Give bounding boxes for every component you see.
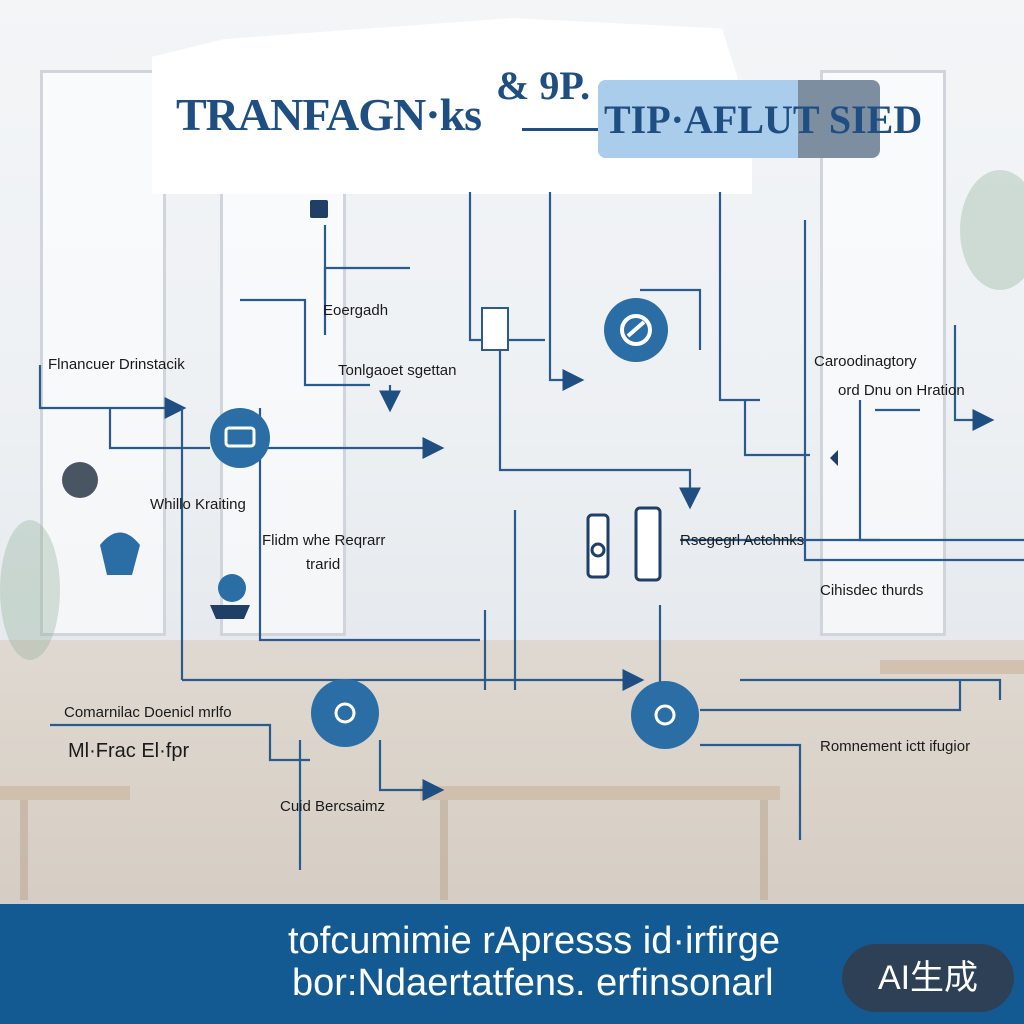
node-bottom-left — [311, 679, 379, 747]
process-diagram — [0, 0, 1024, 904]
device-icon — [588, 515, 608, 577]
person-icon — [62, 462, 140, 575]
node-bottom-right — [631, 681, 699, 749]
label-mlfrac: Ml·Frac El·fpr — [68, 740, 189, 763]
label-flidm-sub: trarid — [306, 556, 340, 573]
bolt-icon — [830, 450, 838, 466]
label-tonlgaoet: Tonlgaoet sgettan — [338, 362, 456, 379]
label-cuid: Cuid Bercsaimz — [280, 798, 385, 815]
label-eoergadh: Eoergadh — [323, 302, 388, 319]
label-rsegegrl: Rsegegrl Actchnks — [680, 532, 804, 549]
connector-line — [955, 325, 990, 420]
connector-line — [550, 192, 580, 380]
label-financer: Flnancuer Drinstacik — [48, 356, 185, 373]
label-ord-dnu: ord Dnu on Hration — [838, 382, 965, 399]
label-caroodinagtory: Caroodinagtory — [814, 353, 917, 370]
footer-line-1: tofcumimie rApresss id·irfirge — [288, 920, 780, 963]
device-icon — [636, 508, 660, 580]
label-cihisdec: Cihisdec thurds — [820, 582, 923, 599]
connector-line — [745, 400, 810, 455]
ai-generated-badge: AI生成 — [842, 944, 1014, 1012]
connector-line — [380, 740, 440, 790]
connector-line — [110, 408, 210, 448]
water-icon — [482, 308, 508, 350]
label-comarnilac: Comarnilac Doenicl mrlfo — [64, 704, 232, 721]
label-romnement: Romnement ictt ifugior — [820, 738, 970, 755]
connector-line — [860, 400, 1024, 540]
person-icon — [210, 574, 250, 619]
connector-line — [700, 680, 960, 710]
connector-line — [700, 745, 800, 840]
node-left — [210, 408, 270, 468]
connector-line — [260, 408, 480, 640]
node-top-right — [604, 298, 668, 362]
footer-line-2: bor:Ndaertatfens. erfinsonarl — [292, 962, 774, 1005]
connector-line — [720, 192, 760, 400]
lock-icon — [310, 200, 328, 218]
label-flidm: Flidm whe Reqrarr — [262, 532, 385, 549]
label-whillo: Whillo Kraiting — [150, 496, 246, 513]
